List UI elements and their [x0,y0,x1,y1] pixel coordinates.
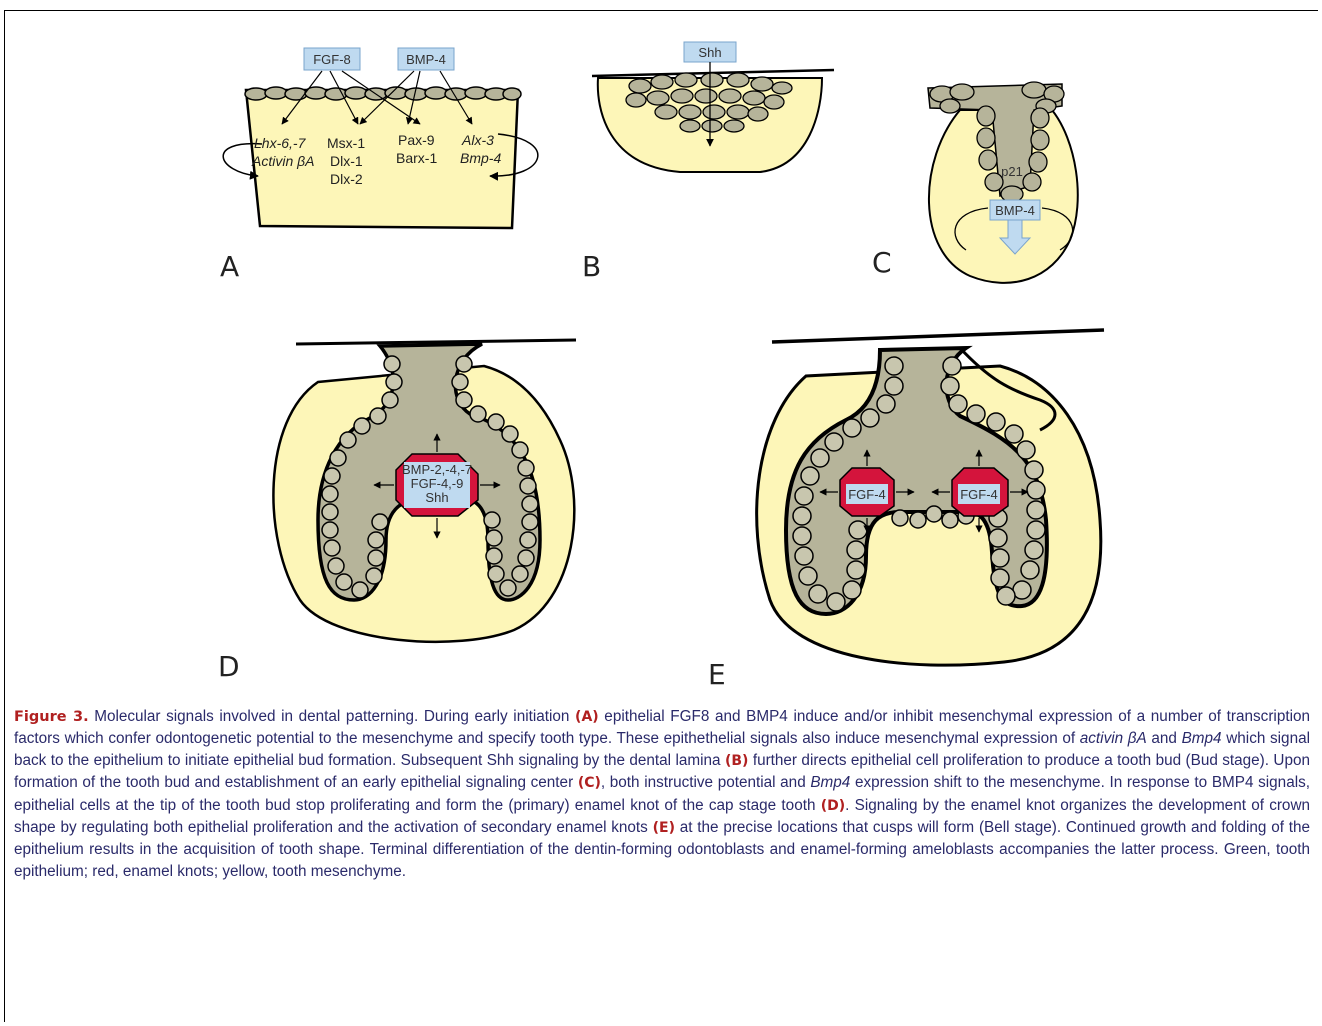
gene-activin: Activin βA [251,153,314,169]
panel-c: p21 BMP-4 C [872,82,1078,283]
knot-d-line1: BMP-2,-4,-7 [402,462,472,477]
caption-italic-bmp4-2: Bmp4 [810,774,850,791]
caption-ref-c: (C) [578,775,601,791]
knot-d-line3: Shh [425,490,448,505]
caption-ref-d: (D) [821,798,845,814]
figure-caption: Figure 3. Molecular signals involved in … [14,706,1310,882]
gene-barx1: Barx-1 [396,150,437,166]
panel-c-label: C [872,246,892,279]
signal-shh: Shh [698,45,721,60]
signal-bmp4: BMP-4 [406,52,446,67]
caption-italic-activin: activin βA [1080,730,1147,747]
knot-e-left: FGF-4 [848,487,886,502]
knot-e-right: FGF-4 [960,487,998,502]
signal-fgf8: FGF-8 [313,52,351,67]
panel-a: FGF-8 BMP-4 Lhx-6,-7 Activin βA Msx-1 Dl… [220,48,538,283]
panel-a-label: A [220,250,239,283]
panel-e-label: E [708,658,726,691]
signal-bmp4-c: BMP-4 [995,203,1035,218]
gene-dlx2: Dlx-2 [330,171,363,187]
gene-alx3: Alx-3 [461,132,494,148]
panel-e: FGF-4 FGF-4 E [708,330,1104,691]
panel-d: BMP-2,-4,-7 FGF-4,-9 Shh D [218,340,576,683]
panel-b: Shh B [582,42,834,283]
panel-d-label: D [218,650,240,683]
gene-pax9: Pax-9 [398,132,435,148]
caption-ref-b: (B) [725,753,748,769]
caption-title: Figure 3. [14,709,89,725]
gene-msx1: Msx-1 [327,135,365,151]
caption-text-1: Molecular signals involved in dental pat… [89,708,575,725]
caption-text-3: and [1147,730,1182,747]
gene-bmp4: Bmp-4 [460,150,501,166]
gene-lhx: Lhx-6,-7 [254,135,307,151]
caption-text-6: , both instructive potential and [601,774,810,791]
knot-d-line2: FGF-4,-9 [411,476,464,491]
dental-patterning-figure: FGF-8 BMP-4 Lhx-6,-7 Activin βA Msx-1 Dl… [0,0,1322,700]
gene-dlx1: Dlx-1 [330,153,363,169]
center-p21: p21 [1001,164,1023,179]
caption-ref-a: (A) [575,709,599,725]
caption-ref-e: (E) [653,820,675,836]
panel-b-label: B [582,250,601,283]
caption-italic-bmp4: Bmp4 [1182,730,1222,747]
